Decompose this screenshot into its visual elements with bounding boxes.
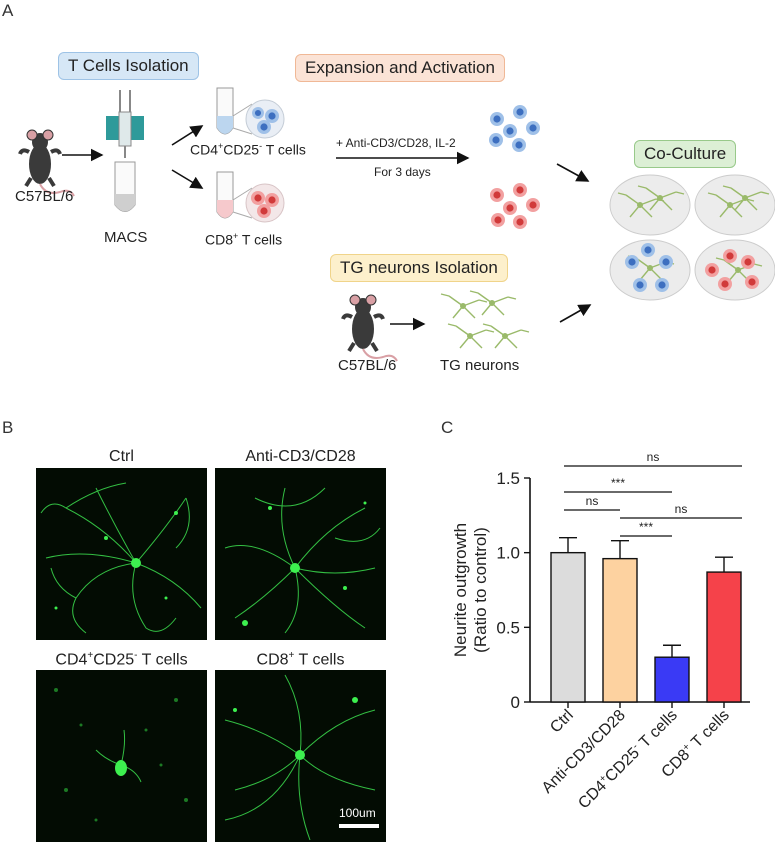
cd8-tube-icon [216, 171, 285, 223]
significance-label: ns [675, 502, 688, 516]
micrograph-title-ctrl: Ctrl [109, 448, 134, 465]
y-axis-label: (Ratio to control) [471, 527, 490, 653]
x-tick-label: Ctrl [547, 707, 577, 737]
mouse-icon [341, 293, 399, 363]
scale-bar-label: 100um [339, 806, 376, 820]
co-culture-dishes-icon [609, 174, 775, 301]
tg-neurons-icon [440, 290, 530, 349]
micrograph-cd4-image [54, 688, 188, 822]
t-cells-isolation-tag: T Cells Isolation [58, 52, 199, 80]
micrograph-title-cd4: CD4+CD25- T cells [55, 650, 188, 669]
significance-label: *** [611, 476, 625, 490]
y-tick-label: 0.5 [496, 618, 520, 637]
cd4-tube-icon [216, 87, 285, 139]
scale-bar [339, 824, 379, 828]
significance-label: *** [639, 520, 653, 534]
micrograph-ctrl [36, 468, 207, 640]
mouse-label: C57BL/6 [15, 188, 74, 205]
tg-neurons-label: TG neurons [440, 357, 520, 374]
micrograph-title-cd8: CD8+ T cells [256, 650, 345, 669]
bar [550, 551, 586, 703]
micrograph-anti-image [224, 487, 381, 634]
panel-letter-c: C [441, 418, 454, 437]
x-tick-label: CD4+CD25- T cells [575, 706, 681, 812]
macs-column-icon [106, 90, 144, 212]
macs-label: MACS [104, 229, 148, 246]
stimulation-label: + Anti-CD3/CD28, IL-2 [336, 136, 456, 150]
significance-label: ns [586, 494, 599, 508]
tg-isolation-tag: TG neurons Isolation [330, 254, 508, 282]
expanded-cd8-cells-icon [490, 183, 540, 229]
y-tick-label: 0 [511, 693, 520, 712]
y-tick-label: 1.0 [496, 544, 520, 563]
expanded-cd4-cells-icon [489, 105, 540, 152]
bar [654, 656, 690, 703]
micrograph-ctrl-image [40, 482, 202, 634]
micrograph-cd8-image [224, 674, 376, 841]
micrograph-cd8: 100um [215, 670, 386, 842]
expansion-activation-tag: Expansion and Activation [295, 54, 505, 82]
significance-label: ns [647, 450, 660, 464]
mouse-icon [18, 128, 76, 198]
mouse-label: C57BL/6 [338, 357, 397, 374]
panel-letter-b: B [2, 418, 14, 437]
y-axis-label: Neurite outgrowth [451, 523, 470, 657]
bar [706, 571, 742, 703]
micrograph-cd4 [36, 670, 207, 842]
micrograph-anti [215, 468, 386, 640]
y-tick-label: 1.5 [496, 469, 520, 488]
cd4-cells-label: CD4+CD25- T cells [190, 141, 306, 158]
schematic-diagram [18, 87, 775, 363]
bar [602, 557, 638, 703]
cd8-cells-label: CD8+ T cells [205, 231, 283, 248]
micrograph-title-anti: Anti-CD3/CD28 [245, 448, 356, 465]
duration-label: For 3 days [374, 165, 431, 179]
co-culture-tag: Co-Culture [634, 140, 737, 168]
panel-letter-a: A [2, 1, 14, 20]
